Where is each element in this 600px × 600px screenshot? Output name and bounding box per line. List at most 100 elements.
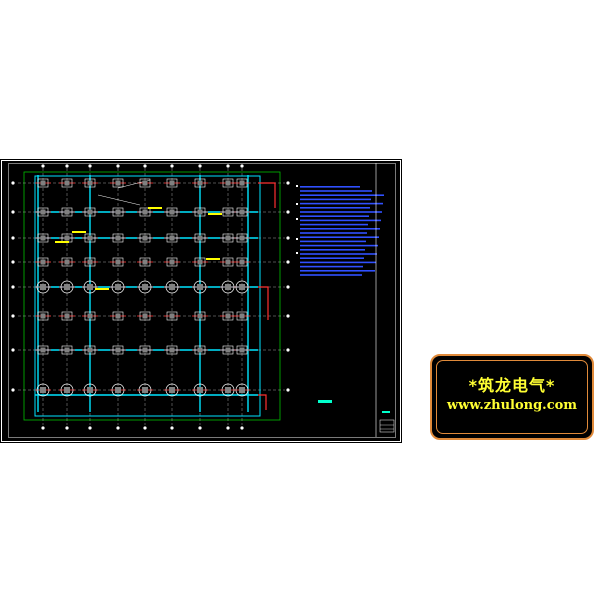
column	[87, 313, 93, 319]
column	[169, 387, 175, 393]
footing	[139, 207, 151, 217]
note-bullet	[296, 185, 298, 187]
tie-beam	[258, 286, 269, 320]
footing	[37, 233, 49, 243]
note-line	[300, 228, 380, 230]
axis-marker-right	[286, 260, 290, 264]
drawing-frame-outer	[1, 160, 401, 442]
column	[197, 209, 203, 215]
pile-cap-round	[138, 280, 152, 294]
axis-marker-top	[198, 164, 202, 168]
axis-marker-right	[286, 388, 290, 392]
tie-beam	[258, 182, 276, 208]
footing	[112, 233, 124, 243]
column	[87, 347, 93, 353]
footing	[166, 233, 178, 243]
footing	[84, 233, 96, 243]
footing	[139, 257, 151, 267]
footing	[194, 233, 206, 243]
axis-marker-right	[286, 285, 290, 289]
column	[64, 387, 70, 393]
column	[40, 235, 46, 241]
note-line	[300, 202, 383, 205]
column	[115, 347, 121, 353]
axis-marker-bottom	[240, 426, 244, 430]
footing	[222, 345, 234, 355]
footing	[37, 178, 49, 188]
column	[40, 284, 46, 290]
pile-cap-round	[60, 383, 74, 397]
column	[40, 180, 46, 186]
footing	[166, 257, 178, 267]
column	[40, 313, 46, 319]
footing	[166, 178, 178, 188]
grid-outline	[23, 171, 281, 421]
column	[142, 209, 148, 215]
note-line	[300, 211, 382, 213]
axis-marker-left	[11, 388, 15, 392]
axis-marker-top	[41, 164, 45, 168]
footing	[37, 257, 49, 267]
tie-beam	[258, 394, 267, 410]
label-tag	[55, 241, 69, 243]
pile-cap-round	[36, 280, 50, 294]
column	[87, 387, 93, 393]
axis-marker-right	[286, 181, 290, 185]
footing	[236, 311, 248, 321]
axis-marker-top	[143, 164, 147, 168]
axis-marker-left	[11, 236, 15, 240]
column	[142, 284, 148, 290]
axis-marker-right	[286, 210, 290, 214]
column	[169, 209, 175, 215]
column	[40, 209, 46, 215]
pile-cap-round	[221, 280, 235, 294]
beam-perimeter	[34, 175, 261, 417]
column	[197, 313, 203, 319]
column	[64, 347, 70, 353]
axis-marker-top	[65, 164, 69, 168]
axis-marker-top	[116, 164, 120, 168]
pile-cap-round	[165, 280, 179, 294]
watermark-inner-border	[436, 360, 588, 434]
pile-cap-round	[60, 280, 74, 294]
footing	[37, 311, 49, 321]
column	[87, 284, 93, 290]
column	[225, 180, 231, 186]
footing	[61, 311, 73, 321]
column	[225, 209, 231, 215]
axis-marker-left	[11, 210, 15, 214]
footing	[222, 178, 234, 188]
pile-cap-round	[111, 280, 125, 294]
column	[142, 259, 148, 265]
column	[115, 209, 121, 215]
column	[40, 259, 46, 265]
watermark-name: *筑龙电气*	[468, 376, 556, 395]
title-block-tag	[382, 411, 390, 413]
column	[64, 313, 70, 319]
column	[142, 313, 148, 319]
footing	[84, 311, 96, 321]
axis-marker-left	[11, 285, 15, 289]
label-tag	[148, 207, 162, 209]
note-line	[300, 261, 376, 264]
footing	[236, 345, 248, 355]
label-tag	[206, 258, 220, 260]
note-line	[300, 232, 367, 234]
footing	[61, 207, 73, 217]
note-bullet	[296, 203, 298, 205]
note-line	[300, 257, 364, 259]
watermark-url: www.zhulong.com	[446, 398, 578, 413]
pile-cap-round	[193, 280, 207, 294]
axis-marker-top	[226, 164, 230, 168]
note-line	[300, 186, 360, 188]
footing	[194, 345, 206, 355]
column	[169, 284, 175, 290]
column	[239, 235, 245, 241]
pile-cap-round	[221, 383, 235, 397]
column	[115, 180, 121, 186]
column	[239, 180, 245, 186]
label-tag	[72, 231, 86, 233]
pile-cap-round	[165, 383, 179, 397]
footing	[139, 345, 151, 355]
column	[64, 180, 70, 186]
